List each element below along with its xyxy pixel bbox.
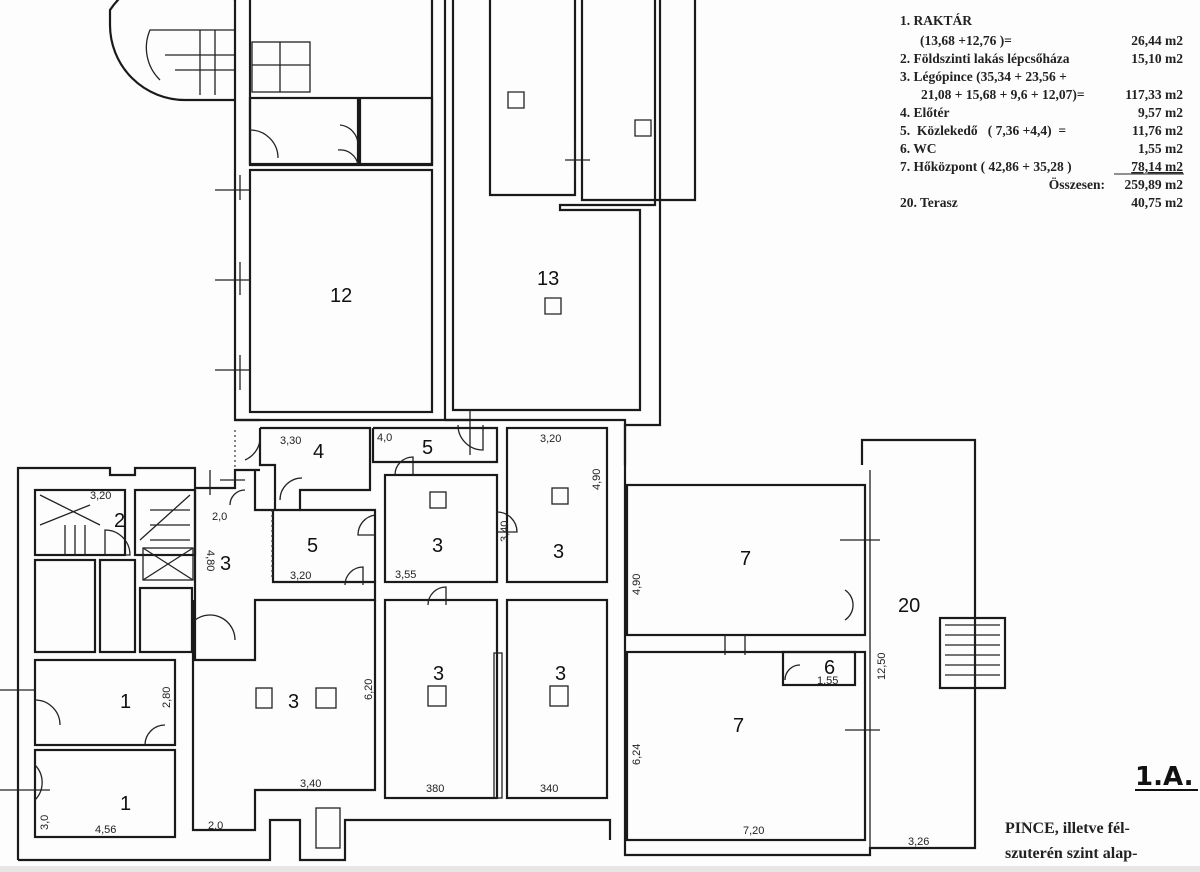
area-legend: 1. RAKTÁR (13,68 +12,76 )= 26,44 m2 2. F… (900, 13, 1184, 210)
legend-total-label: Összesen: (1049, 177, 1105, 192)
dimension: 4,90 (631, 574, 643, 595)
wall-block-right (623, 438, 1007, 857)
room-label-3: 3 (555, 663, 566, 685)
wall-block-room-13 (445, 0, 697, 465)
dimension: 3,55 (395, 569, 416, 581)
legend-label: 4. Előtér (900, 105, 950, 120)
dimension: 1,55 (817, 675, 838, 687)
room-label-1: 1 (120, 793, 131, 815)
legend-value: 117,33 m2 (1125, 87, 1183, 102)
dimension: 12,50 (876, 652, 888, 680)
room-label-12: 12 (330, 285, 352, 307)
legend-value: 78,14 m2 (1131, 159, 1183, 174)
legend-label: 6. WC (900, 141, 937, 156)
dimension: 3,30 (280, 435, 301, 447)
room-label-2: 2 (114, 510, 125, 532)
room-label-1: 1 (120, 691, 131, 713)
dimension: 3,40 (300, 778, 321, 790)
dimension: 3,20 (90, 490, 111, 502)
dimension: 2,80 (161, 687, 173, 708)
legend-label: 3. Légópince (35,34 + 23,56 + (900, 69, 1067, 84)
legend-label: 2. Földszinti lakás lépcsőháza (900, 51, 1070, 66)
legend-label: 21,08 + 15,68 + 9,6 + 12,07)= (921, 87, 1085, 102)
dimension: 7,20 (743, 825, 764, 837)
legend-label: 1. RAKTÁR (900, 13, 972, 28)
dimension: 6,20 (363, 679, 375, 700)
dimension: 340 (540, 783, 558, 795)
dimension: 6,24 (631, 744, 643, 765)
room-labels: 12 13 4 5 5 2 3 3 3 3 3 3 1 1 7 7 6 20 (114, 268, 920, 815)
legend-label: 7. Hőközpont ( 42,86 + 35,28 ) (900, 159, 1072, 174)
room-label-5: 5 (422, 437, 433, 459)
legend-value: 9,57 m2 (1138, 105, 1183, 120)
dimension: 380 (426, 783, 444, 795)
room-label-20: 20 (898, 595, 920, 617)
legend-value: 1,55 m2 (1138, 141, 1183, 156)
dimension: 4,0 (377, 432, 392, 444)
dimension: 3,20 (290, 570, 311, 582)
legend-label: 20. Terasz (900, 195, 958, 210)
note-line-1: PINCE, illetve fél- (1005, 820, 1130, 837)
legend-label: 5. Közlekedő ( 7,36 +4,4) = (900, 123, 1066, 138)
dimension: 3,40 (499, 521, 511, 542)
spiral-staircase (108, 0, 235, 102)
room-label-3: 3 (288, 691, 299, 713)
room-label-5: 5 (307, 535, 318, 557)
legend-value: 15,10 m2 (1131, 51, 1183, 66)
dimension: 2,0 (208, 820, 223, 832)
legend-value: 26,44 m2 (1131, 33, 1183, 48)
note-line-2: szuterén szint alap- (1005, 845, 1137, 862)
legend-label: (13,68 +12,76 )= (920, 33, 1012, 48)
room-label-13: 13 (537, 268, 559, 290)
room-label-7: 7 (733, 715, 744, 737)
dimension: 2,0 (212, 511, 227, 523)
wall-block-lower (0, 418, 627, 862)
room-label-4: 4 (313, 441, 324, 463)
bottom-edge (0, 866, 1200, 872)
dimension-labels: 3,30 4,0 3,20 3,20 3,20 2,0 4,80 3,40 3,… (39, 432, 929, 848)
dimension: 3,26 (908, 836, 929, 848)
wall-block-upper-left (215, 0, 447, 422)
dimension: 4,56 (95, 824, 116, 836)
room-label-3: 3 (433, 663, 444, 685)
dimension: 4,80 (204, 550, 216, 571)
room-label-3: 3 (553, 541, 564, 563)
room-label-7: 7 (740, 548, 751, 570)
dimension: 3,20 (540, 433, 561, 445)
dimension: 4,90 (591, 469, 603, 490)
room-label-3: 3 (432, 535, 443, 557)
dimension: 3,0 (39, 815, 51, 830)
room-label-6: 6 (824, 657, 835, 679)
legend-value: 11,76 m2 (1132, 123, 1183, 138)
sheet-id: 1.A. (1135, 762, 1193, 792)
room-label-3: 3 (220, 553, 231, 575)
legend-value: 40,75 m2 (1131, 195, 1183, 210)
legend-total-value: 259,89 m2 (1125, 177, 1184, 192)
